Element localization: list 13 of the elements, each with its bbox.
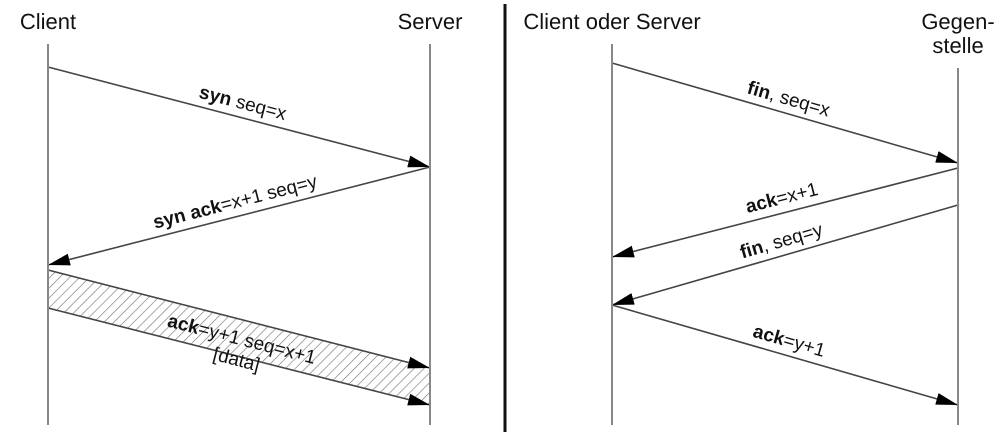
message-arrow	[48, 66, 430, 168]
participant-name: Gegen- stelle	[921, 10, 995, 58]
message-arrow	[612, 304, 958, 406]
message-arrow	[612, 167, 958, 258]
message-arrow	[48, 269, 430, 369]
participant-name: Server	[398, 10, 462, 34]
message-arrow	[48, 307, 430, 406]
message-arrow	[48, 166, 430, 266]
message-arrow	[612, 204, 958, 306]
message-arrow	[612, 62, 958, 164]
participant-name: Client oder Server	[523, 10, 701, 34]
participant-name: Client	[20, 10, 76, 34]
message-label: ack=y+1 seq=x+1 [data]	[164, 310, 320, 378]
